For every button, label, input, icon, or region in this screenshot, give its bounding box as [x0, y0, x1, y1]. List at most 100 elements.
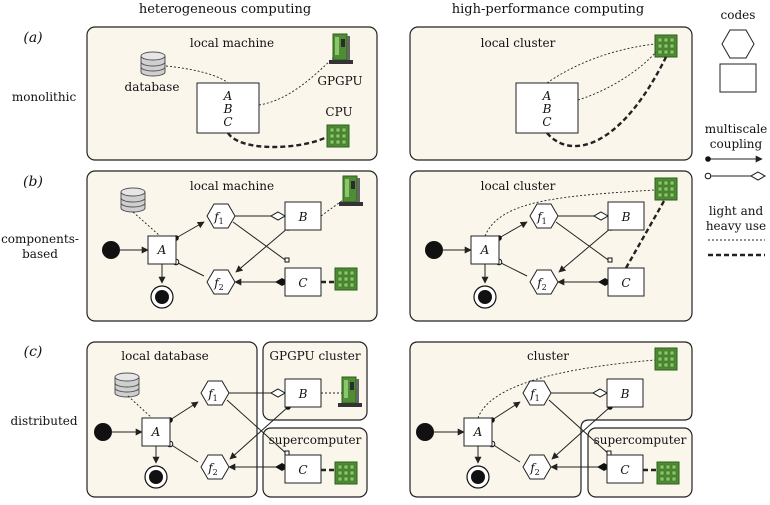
panel-b-local-cluster: local cluster A f1 f2 B C — [409, 170, 693, 322]
start-node — [94, 423, 112, 441]
code-a: A — [151, 425, 161, 439]
cpu-chip-icon — [334, 461, 358, 485]
coupling-line — [498, 261, 528, 277]
gpgpu-label: GPGPU — [317, 74, 362, 88]
coupling-line — [548, 399, 611, 456]
code-c: C — [542, 115, 551, 129]
start-node — [416, 423, 434, 441]
panel-c-heterogeneous: local database GPGPU cluster supercomput… — [86, 341, 368, 498]
cluster-chip-icon — [654, 347, 678, 371]
panel-a-local-cluster: local cluster A B C — [409, 26, 693, 161]
light-use-link — [477, 359, 656, 419]
code-c-box — [607, 267, 645, 297]
code-b: B — [620, 387, 630, 401]
panel-title: local database — [121, 349, 209, 363]
supercomputer-chip-icon — [656, 461, 680, 485]
database-icon — [120, 187, 146, 213]
f2-hexagon — [529, 269, 559, 295]
f2-hexagon — [522, 454, 552, 480]
f2-label: f2 — [213, 276, 224, 292]
code-c: C — [620, 463, 629, 477]
code-a: A — [480, 243, 490, 257]
row-label-based: based — [22, 247, 58, 261]
cpu-chip-icon — [334, 267, 358, 291]
code-c: C — [621, 276, 630, 290]
f1-label: f1 — [213, 210, 224, 226]
code-a-box — [463, 417, 493, 447]
f2-label: f2 — [207, 461, 218, 477]
gpgpu-icon — [328, 33, 354, 65]
monolithic-code-box — [515, 82, 579, 134]
code-b-box — [284, 201, 322, 231]
code-a-box — [141, 417, 171, 447]
coupling-endpoint — [269, 388, 287, 398]
coupling-arrow — [229, 406, 289, 460]
legend-use-label: heavy use — [706, 219, 766, 233]
end-node-core — [149, 470, 163, 484]
f2-hexagon — [200, 454, 230, 480]
coupling-arrow — [558, 227, 612, 273]
legend-box — [719, 63, 757, 93]
legend-endpoint — [749, 171, 767, 181]
code-b: B — [542, 102, 552, 116]
heavy-use-link — [624, 200, 666, 269]
light-use-link — [127, 395, 153, 419]
panel-title: GPGPU cluster — [269, 349, 360, 363]
start-node — [425, 241, 443, 259]
panel-title: local cluster — [481, 36, 556, 50]
legend-coupling-label: coupling — [710, 137, 763, 151]
f1-label: f1 — [529, 387, 540, 403]
coupling-line — [232, 221, 289, 263]
coupling-endpoint — [591, 388, 609, 398]
coupling-line — [226, 399, 289, 456]
f1-label: f1 — [536, 210, 547, 226]
code-a: A — [223, 89, 233, 103]
heavy-use-link — [546, 56, 668, 148]
light-use-link — [484, 189, 656, 237]
code-a-box — [147, 235, 177, 265]
code-c: C — [223, 115, 232, 129]
end-node-core — [155, 290, 169, 304]
legend-endpoint — [705, 156, 711, 162]
coupling-endpoint — [284, 257, 290, 263]
panel-title: supercomputer — [594, 433, 687, 447]
f1-hexagon — [522, 380, 552, 406]
code-b: B — [621, 210, 631, 224]
coupling-arrow — [235, 227, 289, 273]
gpgpu-icon — [338, 175, 364, 207]
coupling-endpoint — [606, 450, 612, 456]
cpu-label: CPU — [325, 105, 352, 119]
coupling-arrow — [491, 401, 521, 421]
panel-title: local machine — [190, 179, 274, 193]
light-use-link — [165, 65, 229, 84]
coupling-line — [169, 443, 199, 463]
row-label-distributed: distributed — [10, 414, 77, 428]
cpu-chip-icon — [326, 124, 350, 148]
start-node — [102, 241, 120, 259]
end-node-core — [471, 470, 485, 484]
cluster-chip-icon — [654, 34, 678, 58]
legend: codes multiscale coupling light and heav… — [704, 8, 767, 257]
light-use-link — [320, 199, 344, 217]
code-a: A — [157, 243, 167, 257]
panel-title: local machine — [190, 36, 274, 50]
code-c-box — [284, 454, 322, 484]
code-a-box — [470, 235, 500, 265]
coupling-line — [491, 443, 521, 463]
code-b-box — [607, 201, 645, 231]
code-b-box — [606, 378, 644, 408]
row-label-monolithic: monolithic — [12, 90, 77, 104]
f1-hexagon — [206, 203, 236, 229]
row-tag-b: (b) — [23, 174, 43, 190]
code-b: B — [298, 387, 308, 401]
f1-hexagon — [529, 203, 559, 229]
code-a: A — [473, 425, 483, 439]
light-use-link — [546, 43, 656, 84]
f2-hexagon — [206, 269, 236, 295]
f2-label: f2 — [529, 461, 540, 477]
coupling-endpoint — [269, 211, 287, 221]
legend-endpoint — [704, 172, 712, 180]
panel-b-local-machine: local machine A f1 f2 B C — [86, 170, 378, 322]
database-icon — [140, 51, 166, 77]
